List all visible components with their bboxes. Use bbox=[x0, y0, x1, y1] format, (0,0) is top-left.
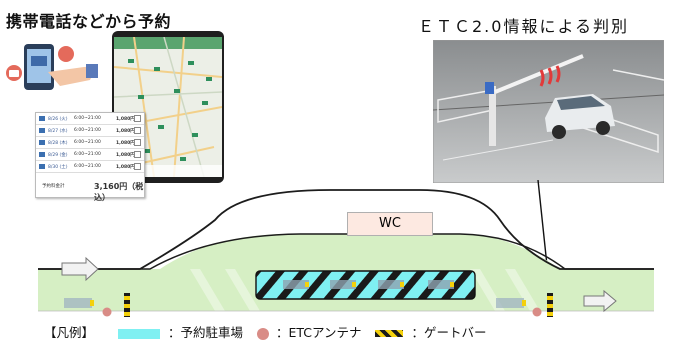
bypass-road bbox=[160, 233, 560, 269]
coupon-icon bbox=[58, 46, 74, 62]
car bbox=[545, 94, 615, 139]
parking-sign bbox=[485, 82, 494, 94]
curb-line bbox=[433, 94, 664, 111]
legend-reserved-parking: ：予約駐車場 bbox=[167, 325, 243, 340]
parking-icon bbox=[39, 128, 45, 133]
car-exiting bbox=[496, 298, 524, 308]
legend-etc-antenna: ：ETCアンテナ bbox=[275, 325, 362, 340]
parking-icon bbox=[39, 164, 45, 169]
legend: 【凡例】 ：予約駐車場 ：ETCアンテナ ：ゲートバー bbox=[44, 322, 486, 341]
total-value: 3,160円（税込） bbox=[94, 182, 144, 202]
etc-antenna-entry bbox=[102, 307, 112, 317]
title-etc-identification: ＥＴＣ2.0情報による判別 bbox=[418, 17, 629, 36]
parking-area-map bbox=[38, 189, 654, 317]
parking-icon bbox=[39, 152, 45, 157]
table-row: 8/29 (金) 6:00~21:00 1,080円 bbox=[36, 149, 144, 161]
inner-boundary bbox=[38, 233, 654, 270]
hand bbox=[48, 66, 94, 86]
total-label: 予約料金計 bbox=[42, 184, 65, 189]
exit-arrow-icon bbox=[583, 289, 617, 313]
legend-gate-bar: ：ゲートバー bbox=[411, 325, 487, 340]
row-checkbox bbox=[134, 127, 141, 134]
legend-antenna-swatch bbox=[256, 327, 269, 340]
row-checkbox bbox=[134, 139, 141, 146]
etc-gate-photo bbox=[433, 40, 664, 183]
etc-antenna-exit bbox=[532, 307, 542, 317]
phone-hand-illustration bbox=[6, 44, 98, 90]
reserved-parking-zone bbox=[255, 270, 476, 300]
table-row: 8/27 (水) 6:00~21:00 1,080円 bbox=[36, 125, 144, 137]
table-row: 8/30 (土) 6:00~21:00 1,080円 bbox=[36, 161, 144, 173]
row-checkbox bbox=[134, 151, 141, 158]
parking-icon bbox=[39, 116, 45, 121]
gate-bar-entry bbox=[124, 293, 130, 317]
legend-cyan-swatch bbox=[117, 328, 160, 339]
table-row: 8/26 (火) 6:00~21:00 1,080円 bbox=[36, 113, 144, 125]
legend-gate-swatch bbox=[375, 330, 404, 337]
car-entering bbox=[64, 298, 92, 308]
row-checkbox bbox=[134, 115, 141, 122]
entry-arrow-icon bbox=[61, 256, 99, 282]
legend-bracket: 【凡例】 bbox=[44, 325, 95, 340]
reservation-table: 8/26 (火) 6:00~21:00 1,080円 8/27 (水) 6:00… bbox=[35, 112, 145, 202]
table-row: 8/28 (木) 6:00~21:00 1,080円 bbox=[36, 137, 144, 149]
outer-boundary bbox=[38, 189, 654, 270]
parking-icon bbox=[39, 140, 45, 145]
wc-label-box: WC bbox=[347, 212, 433, 236]
gate-bar-raised bbox=[494, 54, 584, 94]
radio-waves bbox=[539, 65, 561, 87]
gate-bar-exit bbox=[547, 293, 553, 317]
parked-cars bbox=[283, 280, 454, 289]
gate-post bbox=[489, 86, 496, 146]
row-checkbox bbox=[134, 163, 141, 170]
title-reservation: 携帯電話などから予約 bbox=[6, 12, 172, 31]
